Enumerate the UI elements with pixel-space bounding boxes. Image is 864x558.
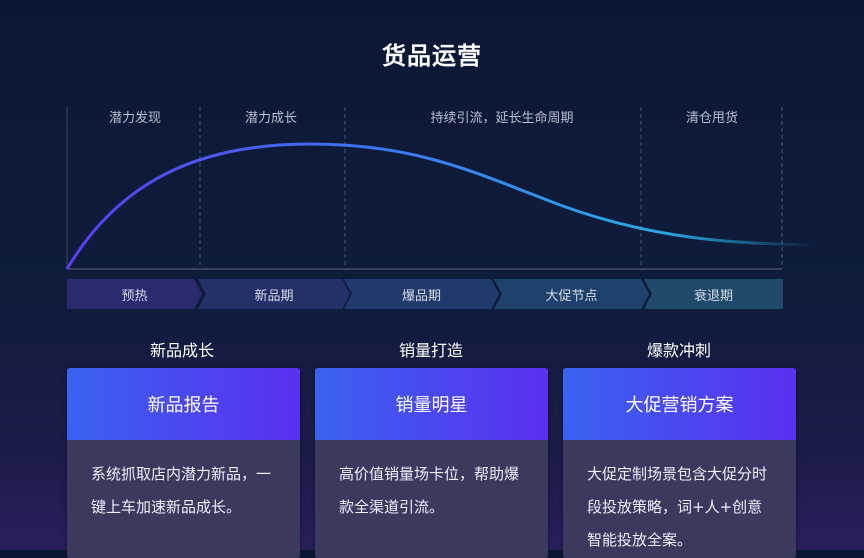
lifecycle-chart: [65, 107, 816, 270]
stage-label: 潜力成长: [244, 111, 298, 126]
column-heading: 新品成长: [149, 341, 215, 360]
page-title: 货品运营: [382, 42, 482, 70]
phase-hot: 爆品期: [344, 279, 499, 309]
card-title: 新品报告: [67, 368, 300, 440]
stage-label: 潜力发现: [108, 111, 162, 126]
stage-label: 清仓甩货: [685, 111, 739, 126]
phase-decline: 衰退期: [644, 279, 783, 309]
card-new-product-report[interactable]: 新品报告 系统抓取店内潜力新品，一键上车加速新品成长。: [67, 368, 300, 558]
card-text: 大促定制场景包含大促分时段投放策略，词+人+创意智能投放全案。: [587, 465, 768, 549]
phase-warmup: 预热: [67, 279, 202, 309]
card-text: 系统抓取店内潜力新品，一键上车加速新品成长。: [91, 465, 272, 516]
card-promo-plan[interactable]: 大促营销方案 大促定制场景包含大促分时段投放策略，词+人+创意智能投放全案。: [563, 368, 796, 558]
stage-label: 持续引流，延长生命周期: [430, 111, 574, 126]
card-text: 高价值销量场卡位，帮助爆款全渠道引流。: [339, 465, 520, 516]
phase-promo: 大促节点: [494, 279, 649, 309]
card-title: 销量明星: [315, 368, 548, 440]
column-heading: 销量打造: [398, 341, 464, 360]
lifecycle-curve: [65, 142, 816, 270]
phase-new: 新品期: [198, 279, 350, 309]
column-heading: 爆款冲刺: [646, 341, 712, 360]
card-sales-star[interactable]: 销量明星 高价值销量场卡位，帮助爆款全渠道引流。: [315, 368, 548, 558]
card-title: 大促营销方案: [563, 368, 796, 440]
